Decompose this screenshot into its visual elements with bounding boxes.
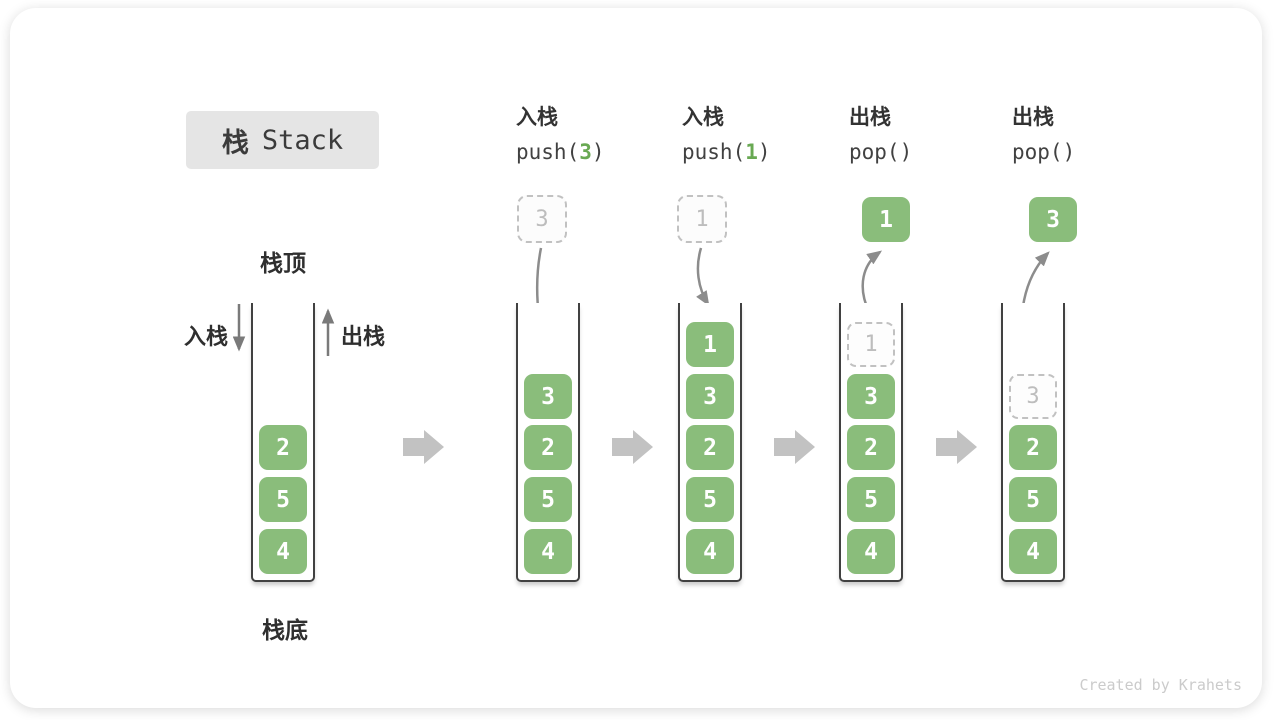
step-arrow-icon-3 <box>774 430 815 464</box>
title-en: Stack <box>261 124 344 156</box>
stack-cell: 5 <box>259 477 307 522</box>
popped-value-box-3: 3 <box>1029 197 1077 242</box>
op-code-prefix: pop( <box>1012 140 1063 164</box>
stack-cell: 3 <box>847 374 895 419</box>
push-value-ghost-box-1: 1 <box>677 195 727 243</box>
stack-cell: 2 <box>524 425 572 470</box>
op-code: push(3) <box>516 142 605 163</box>
op-code-suffix: ) <box>1062 140 1076 164</box>
push-value-ghost-box-3: 3 <box>517 195 567 243</box>
stack-cell: 5 <box>686 477 734 522</box>
stack-container-3: 1 3 2 5 4 <box>678 303 742 582</box>
op-code: pop() <box>849 142 912 163</box>
stack-container-1: 2 5 4 <box>251 303 315 582</box>
stack-ghost-cell: 1 <box>847 322 895 367</box>
push-curve-arrow-2 <box>696 247 710 307</box>
stack-cell: 4 <box>1009 529 1057 574</box>
popped-value-box-1: 1 <box>862 197 910 242</box>
op-label: 出栈 <box>849 105 891 129</box>
op-code-prefix: push( <box>516 140 580 164</box>
stack-cell: 5 <box>524 477 572 522</box>
title-box: 栈 Stack <box>186 111 379 169</box>
title-zh: 栈 <box>221 127 249 159</box>
stack-cell: 4 <box>686 529 734 574</box>
op-label: 入栈 <box>682 105 724 129</box>
op-col-pop-2: 出栈 pop() <box>1012 107 1075 163</box>
op-code-suffix: ) <box>757 140 771 164</box>
stack-cell: 5 <box>1009 477 1057 522</box>
step-arrow-icon-2 <box>612 430 653 464</box>
stack-container-4: 1 3 2 5 4 <box>839 303 903 582</box>
op-code-arg: 3 <box>579 140 592 164</box>
op-code: pop() <box>1012 142 1075 163</box>
op-code-prefix: push( <box>682 140 746 164</box>
label-pop: 出栈 <box>341 325 386 350</box>
stack-cell: 5 <box>847 477 895 522</box>
stack-cell: 4 <box>847 529 895 574</box>
op-code: push(1) <box>682 142 771 163</box>
op-col-push-3: 入栈 push(3) <box>516 107 605 163</box>
stack-cell: 2 <box>1009 425 1057 470</box>
label-push: 入栈 <box>183 325 228 350</box>
stack-container-5: 3 2 5 4 <box>1001 303 1065 582</box>
label-stack-top: 栈顶 <box>260 251 306 277</box>
op-code-prefix: pop( <box>849 140 900 164</box>
op-col-push-1: 入栈 push(1) <box>682 107 771 163</box>
stack-cell: 2 <box>847 425 895 470</box>
op-code-arg: 1 <box>745 140 758 164</box>
stack-cell: 2 <box>686 425 734 470</box>
watermark: Created by Krahets <box>1079 676 1242 694</box>
stack-cell: 3 <box>524 374 572 419</box>
step-arrow-icon-4 <box>936 430 977 464</box>
op-label: 入栈 <box>516 105 558 129</box>
op-label: 出栈 <box>1012 105 1054 129</box>
op-col-pop-1: 出栈 pop() <box>849 107 912 163</box>
stack-cell: 4 <box>259 529 307 574</box>
stack-container-2: 3 2 5 4 <box>516 303 580 582</box>
step-arrow-icon-1 <box>403 430 444 464</box>
stack-cell: 4 <box>524 529 572 574</box>
op-code-suffix: ) <box>899 140 913 164</box>
op-code-suffix: ) <box>591 140 605 164</box>
stack-cell: 3 <box>686 374 734 419</box>
label-stack-bottom: 栈底 <box>262 618 308 644</box>
stack-ghost-cell: 3 <box>1009 374 1057 419</box>
stack-cell: 2 <box>259 425 307 470</box>
stack-cell: 1 <box>686 322 734 367</box>
